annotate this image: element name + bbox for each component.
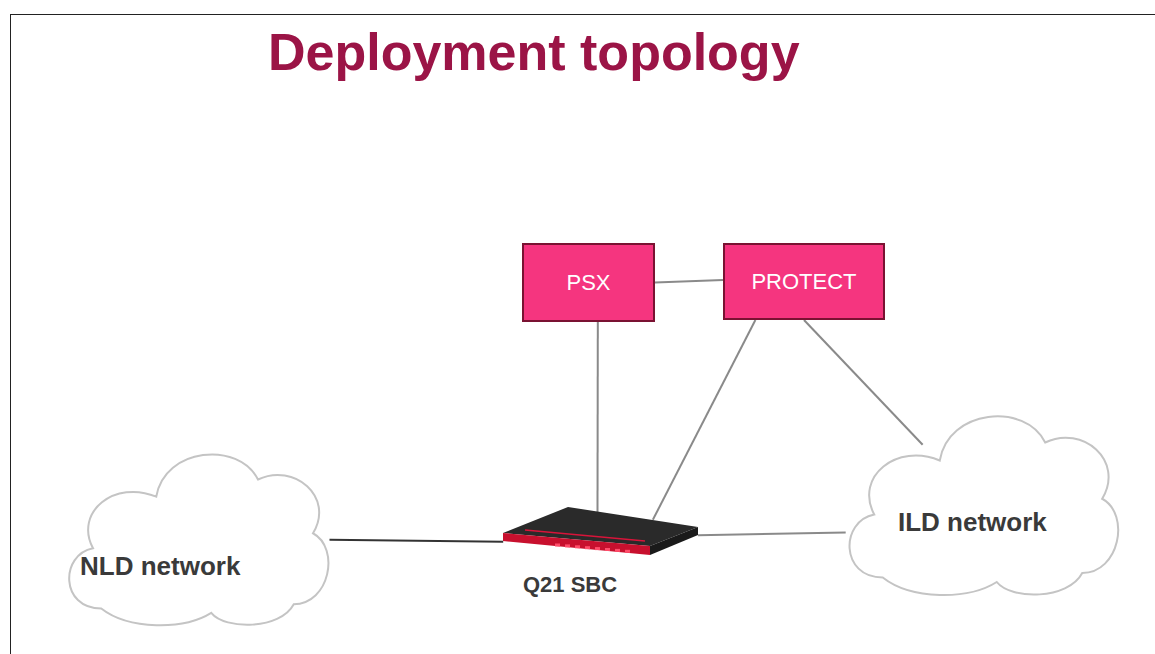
server-box: PSX [522, 243, 655, 322]
device-label: Q21 SBC [523, 572, 617, 598]
connector-line [698, 533, 846, 536]
connector-line [655, 280, 723, 283]
box-label: PSX [566, 270, 610, 296]
network-cloud: ILD network [840, 375, 1125, 600]
network-label: NLD network [80, 551, 240, 582]
cloud-outline [840, 375, 1125, 600]
title: Deployment topology [268, 22, 800, 82]
cloud-outline [60, 415, 335, 630]
server-box: PROTECT [723, 243, 885, 320]
connector-line [804, 320, 923, 445]
connector-line [330, 540, 504, 542]
sbc-device: Q21 SBC [495, 500, 700, 610]
network-label: ILD network [898, 507, 1047, 538]
connector-line [597, 322, 599, 513]
network-cloud: NLD network [60, 415, 335, 630]
connector-line [653, 320, 756, 520]
box-label: PROTECT [751, 269, 856, 295]
frame [11, 15, 1155, 654]
